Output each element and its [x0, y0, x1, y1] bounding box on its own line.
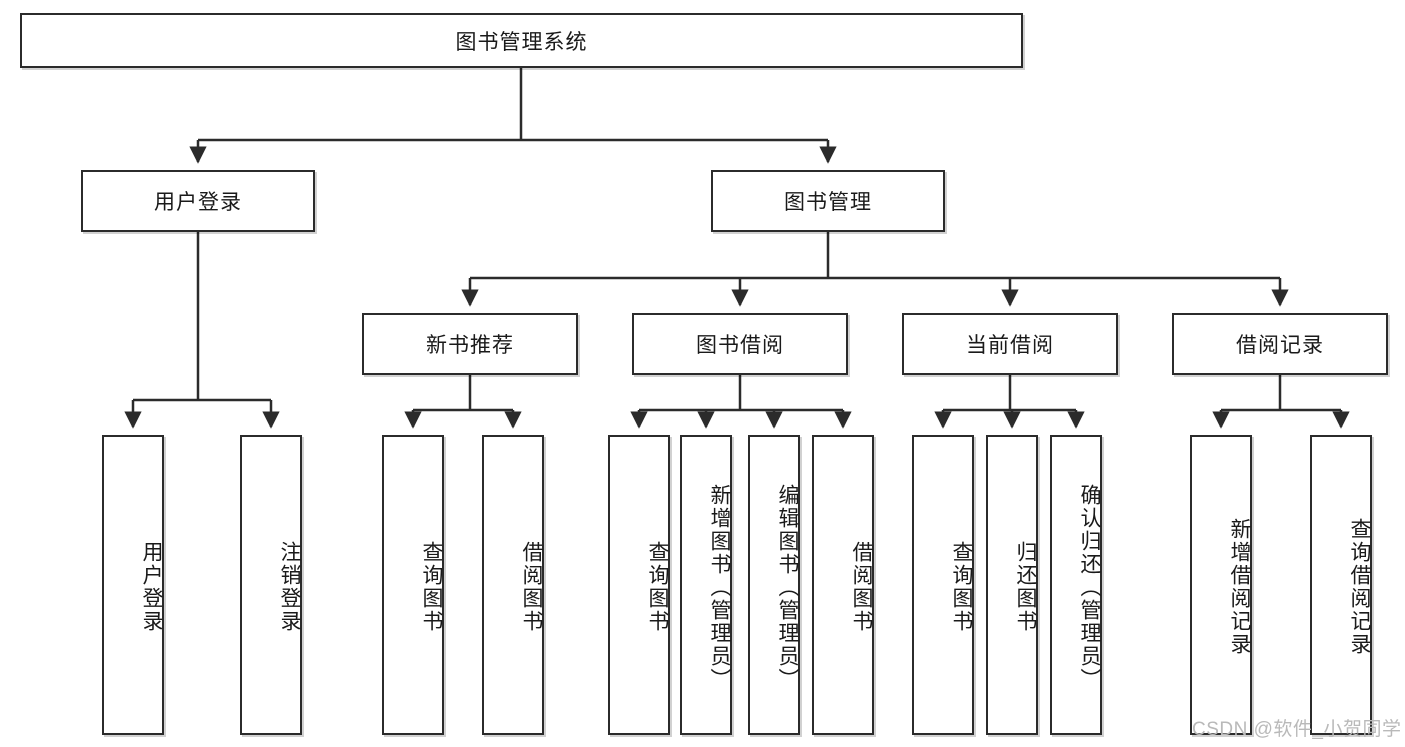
node-leaf-9[interactable]: 归还图书	[986, 435, 1038, 735]
csdn-watermark: CSDN @软件_小贺同学	[1192, 719, 1402, 740]
node-leaf-10[interactable]: 确认归还（管理员）	[1050, 435, 1102, 735]
node-root[interactable]: 图书管理系统	[20, 13, 1023, 68]
node-level3-1[interactable]: 图书借阅	[632, 313, 848, 375]
node-leaf-1[interactable]: 注销登录	[240, 435, 302, 735]
node-label: 查询图书	[420, 541, 443, 633]
node-leaf-6[interactable]: 编辑图书（管理员）	[748, 435, 800, 735]
node-label: 借阅图书	[520, 541, 543, 633]
node-level3-2[interactable]: 当前借阅	[902, 313, 1118, 375]
node-level3-0[interactable]: 新书推荐	[362, 313, 578, 375]
node-label: 编辑图书（管理员）	[776, 483, 799, 691]
node-label: 新书推荐	[426, 334, 514, 357]
node-leaf-4[interactable]: 查询图书	[608, 435, 670, 735]
node-label: 图书管理	[784, 191, 872, 214]
node-leaf-12[interactable]: 查询借阅记录	[1310, 435, 1372, 735]
node-label: 用户登录	[154, 191, 242, 214]
node-label: 查询图书	[950, 541, 973, 633]
node-label: 图书管理系统	[455, 30, 588, 54]
node-leaf-5[interactable]: 新增图书（管理员）	[680, 435, 732, 735]
node-label: 确认归还（管理员）	[1078, 483, 1101, 691]
node-leaf-2[interactable]: 查询图书	[382, 435, 444, 735]
node-label: 图书借阅	[696, 334, 784, 357]
node-label: 当前借阅	[966, 334, 1054, 357]
node-label: 借阅记录	[1236, 334, 1324, 357]
node-level3-3[interactable]: 借阅记录	[1172, 313, 1388, 375]
node-label: 注销登录	[278, 541, 301, 633]
node-leaf-8[interactable]: 查询图书	[912, 435, 974, 735]
node-label: 借阅图书	[850, 541, 873, 633]
node-label: 查询借阅记录	[1348, 518, 1371, 656]
node-leaf-0[interactable]: 用户登录	[102, 435, 164, 735]
node-label: 查询图书	[646, 541, 669, 633]
node-label: 新增图书（管理员）	[708, 483, 731, 691]
node-label: 归还图书	[1014, 541, 1037, 633]
node-level2-1[interactable]: 图书管理	[711, 170, 945, 232]
node-label: 用户登录	[140, 541, 163, 633]
node-leaf-7[interactable]: 借阅图书	[812, 435, 874, 735]
node-leaf-11[interactable]: 新增借阅记录	[1190, 435, 1252, 735]
node-level2-0[interactable]: 用户登录	[81, 170, 315, 232]
node-leaf-3[interactable]: 借阅图书	[482, 435, 544, 735]
node-label: 新增借阅记录	[1228, 518, 1251, 656]
